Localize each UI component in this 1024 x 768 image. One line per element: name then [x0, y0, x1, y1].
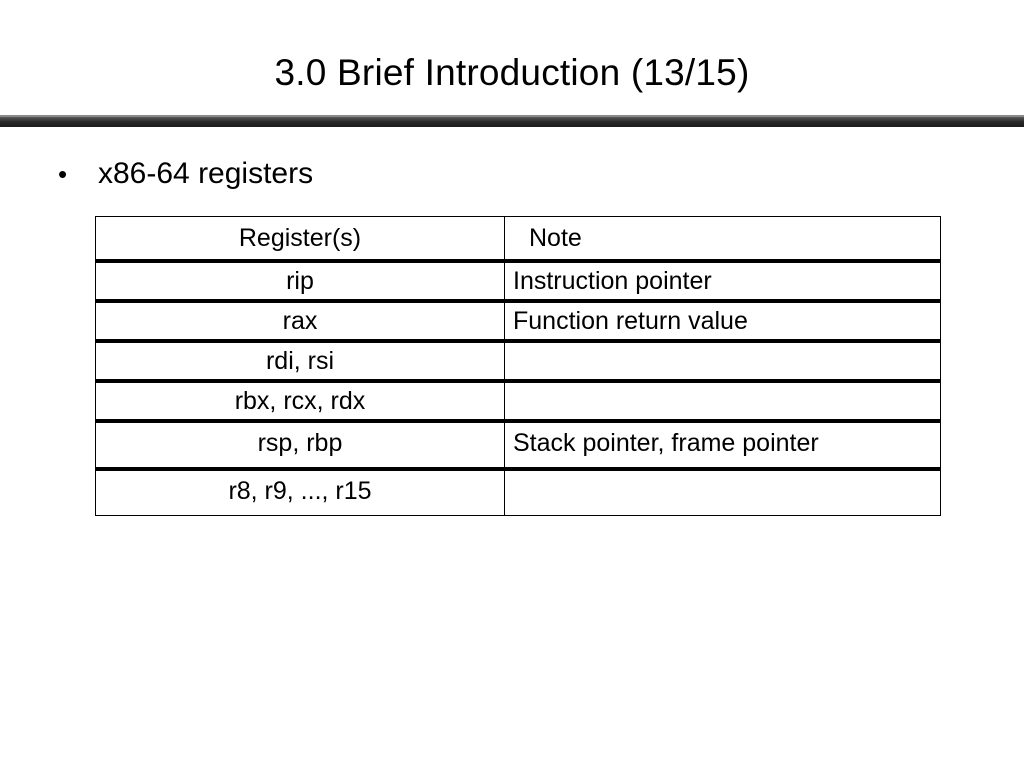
bullet-marker: •: [58, 158, 68, 189]
register-cell: r8, r9, ..., r15: [95, 467, 505, 516]
note-cell: [504, 467, 941, 516]
title-divider-highlight: [0, 115, 1024, 117]
header-note: Note: [504, 216, 941, 263]
table-row: rbx, rcx, rdx: [95, 379, 941, 422]
table-row: rsp, rbp Stack pointer, frame pointer: [95, 419, 941, 470]
note-cell: Stack pointer, frame pointer: [504, 419, 941, 470]
note-cell: [504, 339, 941, 382]
note-cell: Function return value: [504, 299, 941, 342]
table-header-row: Register(s) Note: [95, 216, 941, 263]
bullet-text: x86-64 registers: [98, 157, 314, 190]
register-cell: rsp, rbp: [95, 419, 505, 470]
slide-title: 3.0 Brief Introduction (13/15): [274, 52, 750, 93]
bullet-item: • x86-64 registers: [58, 152, 313, 196]
table-row: rdi, rsi: [95, 339, 941, 382]
register-cell: rax: [95, 299, 505, 342]
title-divider-bar: [0, 117, 1024, 127]
table-row: r8, r9, ..., r15: [95, 467, 941, 516]
table-row: rax Function return value: [95, 299, 941, 342]
register-cell: rbx, rcx, rdx: [95, 379, 505, 422]
register-cell: rip: [95, 260, 505, 302]
header-register: Register(s): [95, 216, 505, 263]
table-row: rip Instruction pointer: [95, 260, 941, 302]
registers-table: Register(s) Note rip Instruction pointer…: [95, 216, 941, 516]
register-cell: rdi, rsi: [95, 339, 505, 382]
note-cell: Instruction pointer: [504, 260, 941, 302]
note-cell: [504, 379, 941, 422]
